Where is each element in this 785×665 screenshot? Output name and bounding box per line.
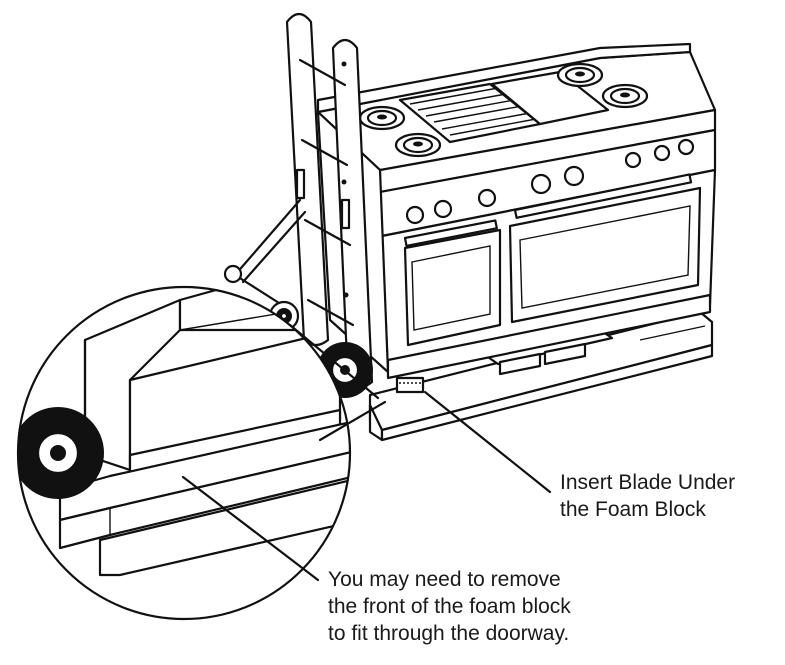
callout-foam-line1: You may need to remove <box>328 568 561 591</box>
magnifier-detail <box>16 285 387 621</box>
grill-grate <box>398 82 542 144</box>
callout-foam-line2: the front of the foam block <box>328 595 571 618</box>
range-appliance <box>316 42 717 394</box>
griddle <box>490 70 610 126</box>
callout-insert-blade: Insert Blade Under the Foam Block <box>560 469 735 523</box>
foam-block <box>395 376 425 394</box>
oven-door-right <box>508 173 702 324</box>
control-knobs <box>405 138 695 225</box>
burner-right-rear <box>556 62 604 88</box>
callout-remove-foam: You may need to remove the front of the … <box>328 566 571 647</box>
oven-door-left <box>403 219 502 347</box>
leader-blade <box>423 390 552 494</box>
leader-foam <box>181 475 320 582</box>
callout-foam-line3: to fit through the doorway. <box>328 622 570 645</box>
burner-right-front <box>601 83 649 109</box>
callout-blade-line2: the Foam Block <box>560 498 706 521</box>
burner-left-front <box>394 132 442 158</box>
burner-left-rear <box>358 105 406 131</box>
callout-blade-line1: Insert Blade Under <box>560 471 736 494</box>
